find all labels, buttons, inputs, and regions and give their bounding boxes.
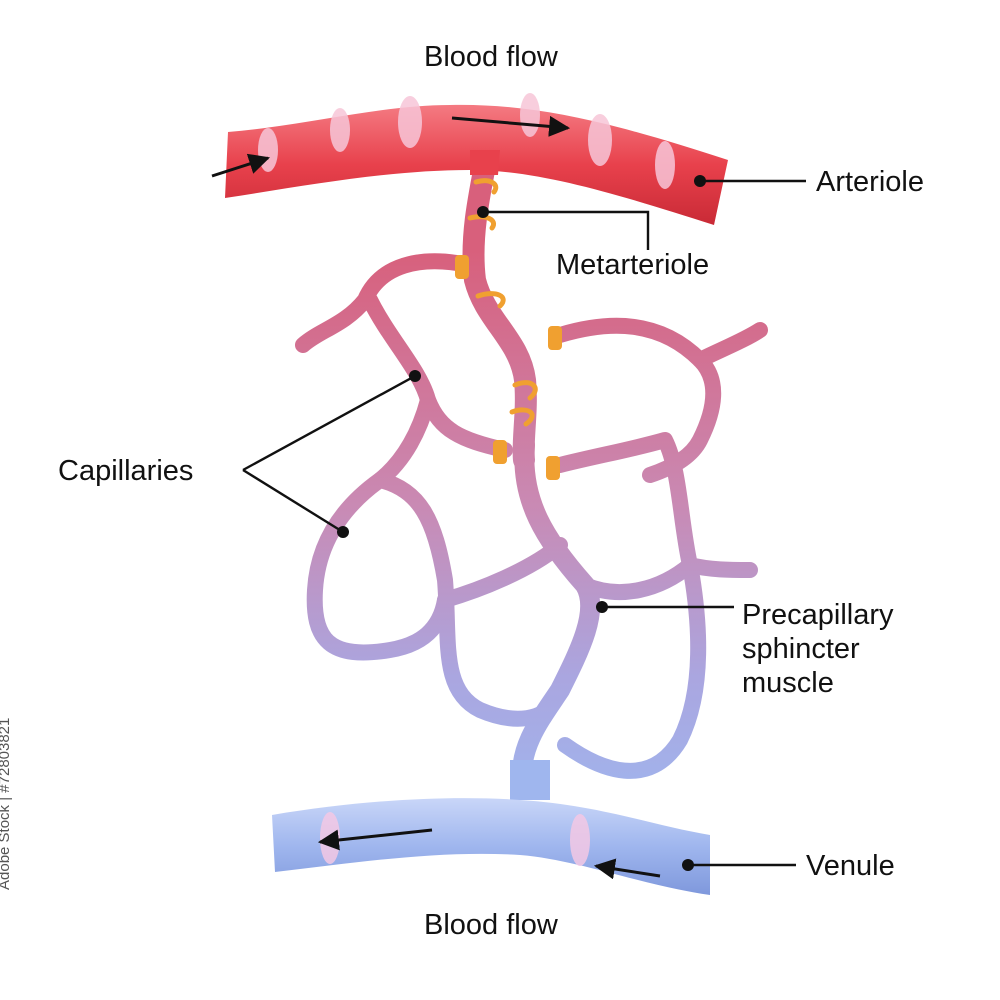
stock-watermark-id: Adobe Stock | #72803821 bbox=[0, 717, 13, 890]
arrow-into-arteriole bbox=[211, 153, 270, 178]
label-precapillary-line2: sphincter bbox=[742, 633, 860, 666]
capillary-main-trunk bbox=[511, 435, 601, 790]
label-blood-flow-top: Blood flow bbox=[424, 41, 558, 73]
label-precapillary-line3: muscle bbox=[742, 667, 834, 700]
arrow-along-arteriole bbox=[451, 115, 571, 137]
label-capillaries: Capillaries bbox=[58, 455, 194, 487]
label-blood-flow-bottom: Blood flow bbox=[424, 909, 558, 941]
label-arteriole: Arteriole bbox=[816, 166, 924, 198]
precapillary-sphincter-rings bbox=[467, 178, 538, 427]
arteriole-vessel bbox=[225, 93, 728, 225]
capillary-right-middle bbox=[552, 432, 758, 578]
capillary-outer-left bbox=[306, 392, 453, 661]
label-metarteriole: Metarteriole bbox=[556, 249, 710, 281]
sphincter-bands bbox=[455, 255, 562, 480]
arrow-into-venule bbox=[593, 858, 661, 880]
capillary-inner-1 bbox=[372, 472, 563, 727]
leader-lines bbox=[242, 179, 806, 867]
flow-arrows bbox=[211, 115, 661, 880]
capillary-right-upper bbox=[552, 317, 722, 483]
capillary-network bbox=[295, 253, 768, 790]
capillary-right-loop bbox=[557, 557, 707, 779]
capillary-inner-2 bbox=[437, 537, 568, 608]
capillary-right-stub bbox=[692, 322, 768, 368]
metarteriole-vessel bbox=[462, 139, 537, 471]
leader-dots bbox=[337, 175, 706, 871]
label-precapillary-line1: Precapillary bbox=[742, 599, 894, 631]
label-precapillary-sphincter-muscle: Precapillary sphincter muscle bbox=[742, 598, 894, 701]
arrow-along-venule bbox=[317, 828, 433, 851]
label-venule: Venule bbox=[806, 850, 895, 882]
venule-vessel bbox=[272, 760, 710, 895]
